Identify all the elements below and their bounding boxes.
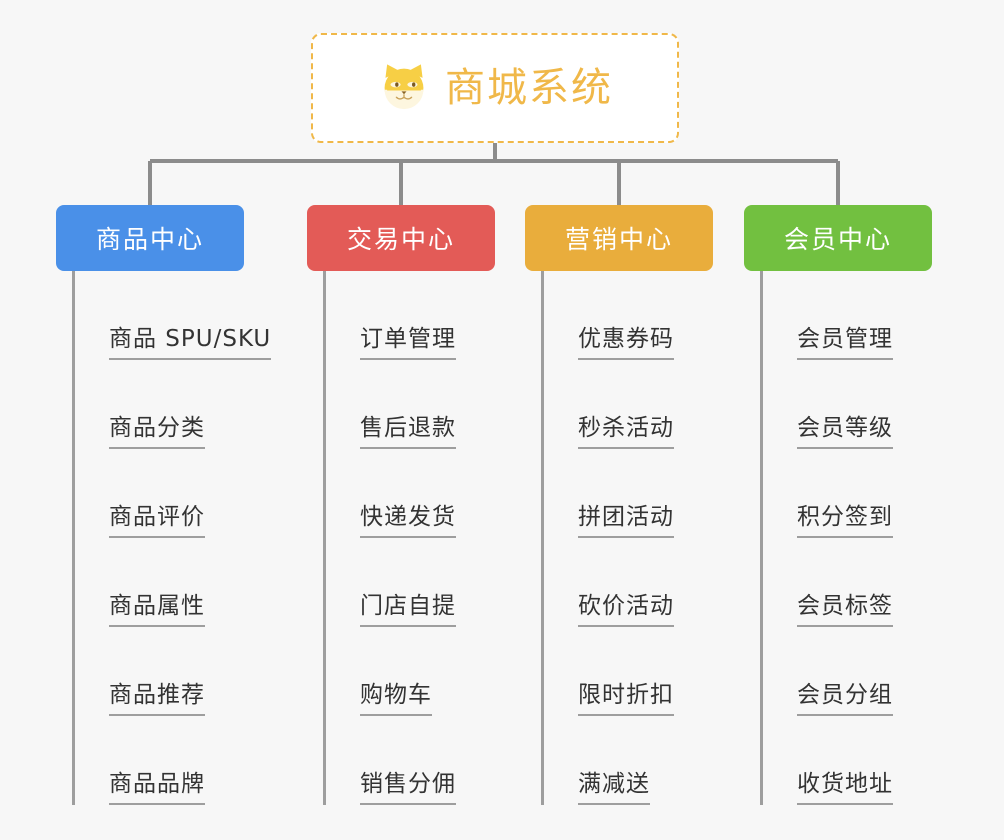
- leaf-item[interactable]: 快递发货: [323, 449, 533, 538]
- leaf-item[interactable]: 会员管理: [760, 271, 970, 360]
- category-header-3-label: 营销中心: [564, 225, 673, 254]
- leaf-label: 商品 SPU/SKU: [109, 325, 272, 360]
- category-header-4[interactable]: 会员中心: [744, 205, 932, 271]
- category-header-4-label: 会员中心: [783, 225, 892, 254]
- leaf-item[interactable]: 购物车: [323, 627, 533, 716]
- leaf-label: 会员标签: [797, 592, 893, 627]
- leaf-label: 会员分组: [797, 681, 893, 716]
- root-title: 商城系统: [445, 65, 613, 111]
- leaf-item[interactable]: 会员等级: [760, 360, 970, 449]
- leaf-label: 满减送: [578, 770, 650, 805]
- leaf-label: 购物车: [360, 681, 432, 716]
- branch-2-items: 订单管理 售后退款 快递发货 门店自提 购物车 销售分佣: [323, 271, 533, 805]
- leaf-label: 秒杀活动: [578, 414, 674, 449]
- leaf-item[interactable]: 拼团活动: [541, 449, 751, 538]
- leaf-item[interactable]: 收货地址: [760, 716, 970, 805]
- category-header-3[interactable]: 营销中心: [525, 205, 713, 271]
- leaf-label: 商品分类: [109, 414, 205, 449]
- leaf-item[interactable]: 商品推荐: [72, 627, 282, 716]
- leaf-label: 商品品牌: [109, 770, 205, 805]
- leaf-item[interactable]: 积分签到: [760, 449, 970, 538]
- leaf-label: 售后退款: [360, 414, 456, 449]
- leaf-label: 订单管理: [360, 325, 456, 360]
- leaf-label: 销售分佣: [360, 770, 456, 805]
- shiba-dog-face-icon: [384, 64, 424, 110]
- leaf-item[interactable]: 会员标签: [760, 538, 970, 627]
- branch-3-items: 优惠券码 秒杀活动 拼团活动 砍价活动 限时折扣 满减送: [541, 271, 751, 805]
- leaf-item[interactable]: 售后退款: [323, 360, 533, 449]
- leaf-label: 商品属性: [109, 592, 205, 627]
- leaf-label: 拼团活动: [578, 503, 674, 538]
- leaf-item[interactable]: 商品属性: [72, 538, 282, 627]
- leaf-label: 快递发货: [360, 503, 456, 538]
- branch-4-items: 会员管理 会员等级 积分签到 会员标签 会员分组 收货地址: [760, 271, 970, 805]
- leaf-item[interactable]: 商品评价: [72, 449, 282, 538]
- leaf-item[interactable]: 商品品牌: [72, 716, 282, 805]
- leaf-item[interactable]: 订单管理: [323, 271, 533, 360]
- leaf-label: 限时折扣: [578, 681, 674, 716]
- leaf-label: 会员管理: [797, 325, 893, 360]
- leaf-item[interactable]: 砍价活动: [541, 538, 751, 627]
- leaf-item[interactable]: 商品分类: [72, 360, 282, 449]
- leaf-label: 门店自提: [360, 592, 456, 627]
- leaf-item[interactable]: 会员分组: [760, 627, 970, 716]
- category-header-1-label: 商品中心: [95, 225, 204, 254]
- leaf-label: 积分签到: [797, 503, 893, 538]
- leaf-item[interactable]: 商品 SPU/SKU: [72, 271, 282, 360]
- branch-1-items: 商品 SPU/SKU 商品分类 商品评价 商品属性 商品推荐 商品品牌: [72, 271, 282, 805]
- leaf-item[interactable]: 优惠券码: [541, 271, 751, 360]
- leaf-label: 会员等级: [797, 414, 893, 449]
- leaf-item[interactable]: 门店自提: [323, 538, 533, 627]
- leaf-item[interactable]: 限时折扣: [541, 627, 751, 716]
- category-header-1[interactable]: 商品中心: [56, 205, 244, 271]
- leaf-label: 砍价活动: [578, 592, 674, 627]
- category-header-2-label: 交易中心: [346, 225, 455, 254]
- leaf-label: 商品评价: [109, 503, 205, 538]
- root-node[interactable]: 商城系统: [311, 33, 679, 143]
- leaf-label: 收货地址: [797, 770, 893, 805]
- leaf-item[interactable]: 满减送: [541, 716, 751, 805]
- leaf-item[interactable]: 秒杀活动: [541, 360, 751, 449]
- leaf-label: 优惠券码: [578, 325, 674, 360]
- category-header-2[interactable]: 交易中心: [307, 205, 495, 271]
- leaf-label: 商品推荐: [109, 681, 205, 716]
- leaf-item[interactable]: 销售分佣: [323, 716, 533, 805]
